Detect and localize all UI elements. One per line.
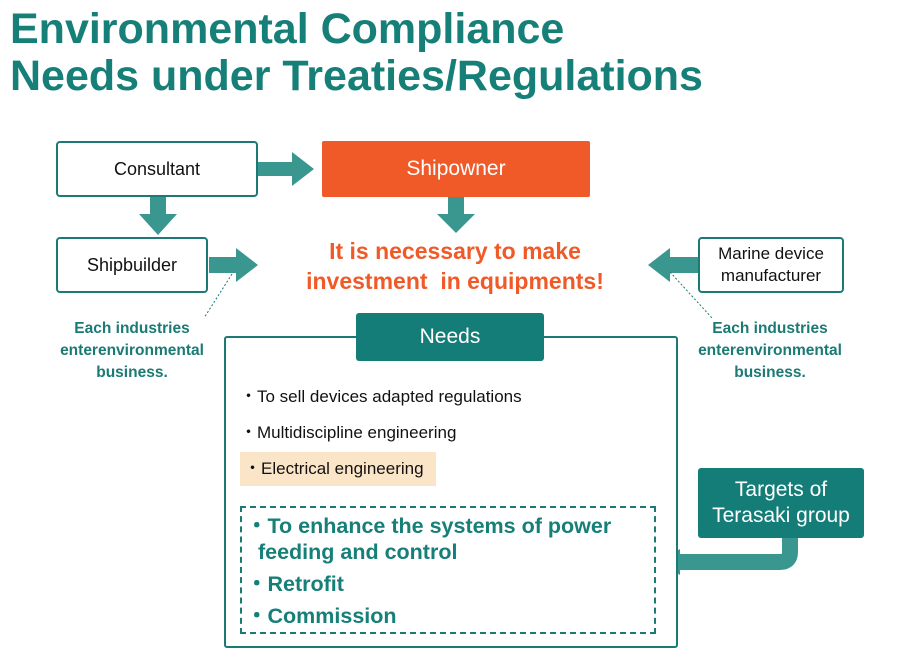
arrow-shipowner-to-message bbox=[437, 197, 475, 233]
targets-label-line-1: Targets of bbox=[734, 478, 828, 501]
side-note-right-line-3: business. bbox=[734, 364, 806, 381]
side-note-right: Each industries enterenvironmental busin… bbox=[680, 318, 860, 384]
title-line-2: Needs under Treaties/Regulations bbox=[10, 52, 703, 100]
targets-label: Targets of Terasaki group bbox=[698, 468, 864, 538]
side-note-left-line-1: Each industries bbox=[74, 320, 190, 337]
target-item: ・To enhance the systems of power bbox=[246, 514, 612, 538]
arrow-targets-to-box bbox=[680, 538, 798, 570]
targets-box bbox=[240, 506, 656, 634]
side-note-left: Each industries enterenvironmental busin… bbox=[42, 318, 222, 384]
needs-panel bbox=[224, 336, 678, 648]
consultant-node: Consultant bbox=[56, 141, 258, 197]
needs-item-highlighted: ・Electrical engineering bbox=[240, 452, 436, 486]
arrow-consultant-to-shipbuilder bbox=[139, 197, 177, 235]
arrow-marine-to-message bbox=[648, 248, 698, 282]
shipbuilder-node: Shipbuilder bbox=[56, 237, 208, 293]
leader-left bbox=[203, 273, 233, 319]
investment-message: It is necessary to make investment in eq… bbox=[260, 236, 650, 296]
needs-header-label: Needs bbox=[419, 325, 481, 348]
target-item: ・Retrofit bbox=[246, 572, 344, 596]
arrow-consultant-to-shipowner bbox=[258, 152, 314, 186]
shipowner-node: Shipowner bbox=[322, 141, 590, 197]
targets-label-line-2: Terasaki group bbox=[712, 504, 850, 527]
page-title: Environmental Compliance Needs under Tre… bbox=[10, 6, 703, 100]
shipbuilder-label: Shipbuilder bbox=[86, 255, 178, 275]
shipowner-label: Shipowner bbox=[406, 157, 506, 180]
needs-item: ・To sell devices adapted regulations bbox=[240, 387, 522, 406]
target-item: ・Commission bbox=[246, 604, 397, 628]
side-note-left-line-3: business. bbox=[96, 364, 168, 381]
needs-item: ・Multidiscipline engineering bbox=[240, 423, 457, 442]
marine-label-line-1: Marine device bbox=[718, 244, 824, 263]
marine-label-line-2: manufacturer bbox=[720, 266, 822, 285]
consultant-label: Consultant bbox=[113, 159, 201, 179]
message-line-2: investment in equipments! bbox=[306, 268, 604, 294]
needs-header: Needs bbox=[356, 313, 544, 361]
side-note-right-line-1: Each industries bbox=[712, 320, 828, 337]
side-note-right-line-2: enterenvironmental bbox=[698, 342, 842, 359]
target-item: feeding and control bbox=[246, 540, 458, 564]
title-line-1: Environmental Compliance bbox=[10, 5, 565, 53]
side-note-left-line-2: enterenvironmental bbox=[60, 342, 204, 359]
message-line-1: It is necessary to make bbox=[329, 238, 581, 264]
arrow-shipbuilder-to-message bbox=[209, 248, 258, 282]
marine-device-manufacturer-node: Marine device manufacturer bbox=[698, 237, 844, 293]
